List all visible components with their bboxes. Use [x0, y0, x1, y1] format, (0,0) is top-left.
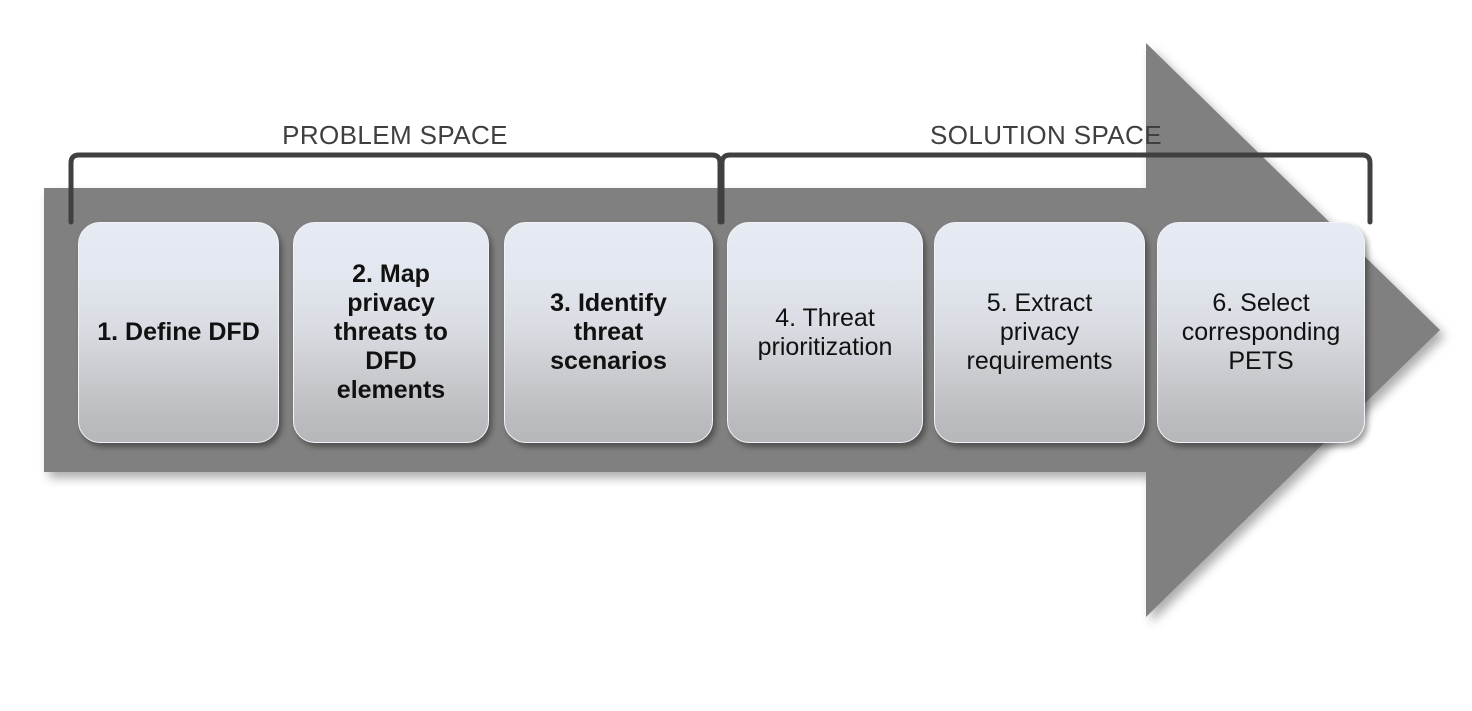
- step-box-3[interactable]: 3. Identify threat scenarios: [504, 222, 713, 443]
- step-label-5: 5. Extract privacy requirements: [966, 289, 1113, 375]
- step-label-6: 6. Select corresponding PETS: [1181, 289, 1341, 375]
- step-box-2[interactable]: 2. Map privacy threats to DFD elements: [293, 222, 489, 443]
- step-label-2: 2. Map privacy threats to DFD elements: [334, 260, 448, 404]
- step-box-4[interactable]: 4. Threat prioritization: [727, 222, 923, 443]
- step-box-6[interactable]: 6. Select corresponding PETS: [1157, 222, 1365, 443]
- bracket-label-solution-space: SOLUTION SPACE: [930, 120, 1162, 150]
- bracket-label-problem-space: PROBLEM SPACE: [282, 120, 508, 150]
- step-label-1: 1. Define DFD: [97, 318, 260, 346]
- step-label-3: 3. Identify threat scenarios: [550, 289, 667, 375]
- step-label-4: 4. Threat prioritization: [757, 303, 893, 361]
- step-box-1[interactable]: 1. Define DFD: [78, 222, 279, 443]
- step-box-5[interactable]: 5. Extract privacy requirements: [934, 222, 1145, 443]
